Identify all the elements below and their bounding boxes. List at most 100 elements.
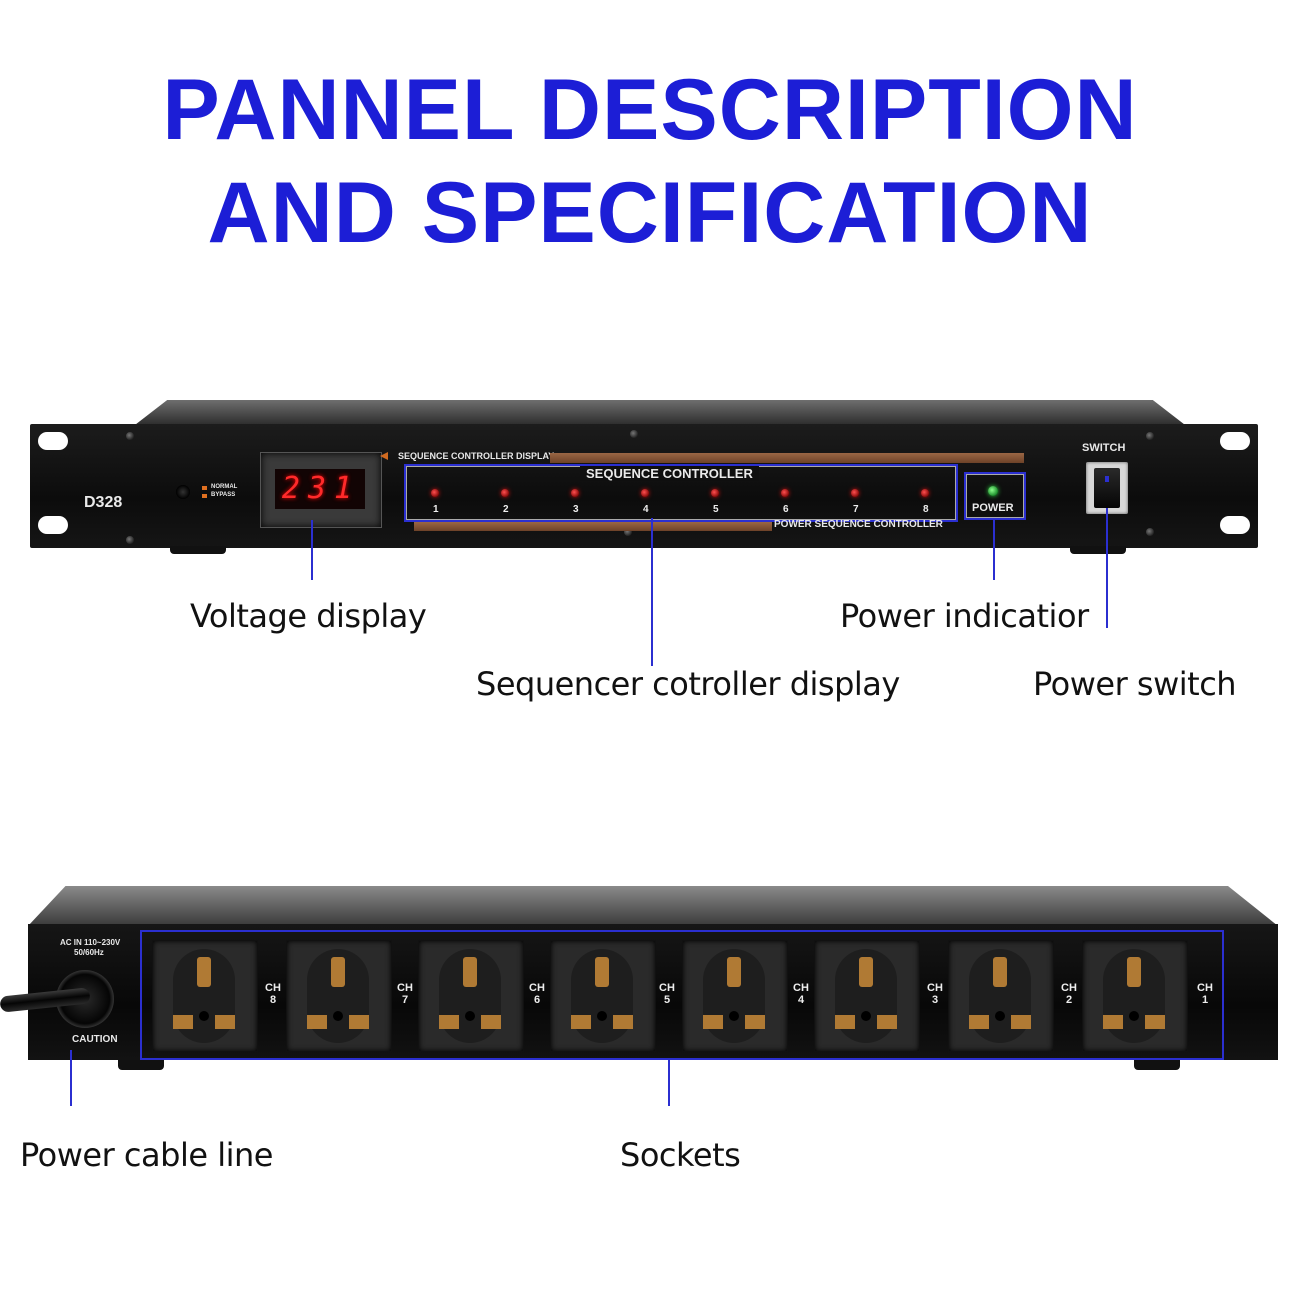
screw-icon: [624, 528, 632, 536]
socket-face: [703, 949, 765, 1043]
screw-icon: [126, 432, 134, 440]
device-foot: [170, 546, 226, 554]
socket-hole: [1129, 1011, 1139, 1021]
socket-pin-right: [1145, 1015, 1165, 1029]
ac-in-label: AC IN 110~230V: [60, 938, 121, 947]
screw-icon: [126, 536, 134, 544]
sequence-display-arrow-icon: [380, 452, 388, 460]
channel-led-1: [431, 489, 439, 497]
power-cable-callout: Power cable line: [20, 1136, 273, 1174]
socket-hole: [995, 1011, 1005, 1021]
power-indication-callout: Power indicatior: [840, 597, 1089, 635]
socket-outlet-6: [418, 940, 524, 1052]
socket-pin-right: [745, 1015, 765, 1029]
socket-hole: [861, 1011, 871, 1021]
device-foot: [1134, 1060, 1180, 1070]
screw-icon: [1146, 432, 1154, 440]
socket-face: [439, 949, 501, 1043]
sockets-frame: [140, 930, 1224, 1060]
copper-stripe-bottom: [414, 522, 772, 531]
voltage-display: 231: [260, 452, 382, 528]
mode-bypass-label: BYPASS: [211, 492, 236, 498]
mode-normal-label: NORMAL: [211, 484, 238, 490]
socket-face: [969, 949, 1031, 1043]
channel-label-ch7: CH 7: [397, 982, 413, 1006]
power-switch-pointer: [1106, 508, 1108, 628]
sequence-controller-title: SEQUENCE CONTROLLER: [580, 466, 759, 481]
socket-pin-top: [1127, 957, 1141, 987]
socket-hole: [199, 1011, 209, 1021]
channel-led-6: [781, 489, 789, 497]
device-foot: [118, 1060, 164, 1070]
front-chassis-top: [133, 400, 1187, 426]
sequence-controller-box: [404, 464, 958, 522]
channel-label-ch6: CH 6: [529, 982, 545, 1006]
channel-label-ch1: CH 1: [1197, 982, 1213, 1006]
power-box-label: POWER: [972, 502, 1014, 514]
socket-outlet-5: [550, 940, 656, 1052]
socket-outlet-1: [1082, 940, 1188, 1052]
voltage-display-pointer: [311, 520, 313, 580]
sequencer-display-callout: Sequencer cotroller display: [476, 665, 900, 703]
socket-pin-left: [439, 1015, 459, 1029]
socket-pin-right: [481, 1015, 501, 1029]
page-title-line-2: AND SPECIFICATION: [207, 165, 1093, 261]
channel-led-8: [921, 489, 929, 497]
power-indicator-box: POWER: [964, 472, 1026, 520]
socket-pin-left: [1103, 1015, 1123, 1029]
socket-pin-top: [859, 957, 873, 987]
socket-outlet-2: [948, 940, 1054, 1052]
voltage-display-screen: 231: [275, 469, 365, 509]
channel-number: 7: [853, 504, 859, 515]
power-switch[interactable]: [1086, 462, 1128, 514]
channel-number: 3: [573, 504, 579, 515]
channel-led-3: [571, 489, 579, 497]
channel-number: 1: [433, 504, 439, 515]
channel-label-ch4: CH 4: [793, 982, 809, 1006]
channel-number: 8: [923, 504, 929, 515]
socket-pin-left: [571, 1015, 591, 1029]
channel-label-ch5: CH 5: [659, 982, 675, 1006]
sockets-pointer: [668, 1058, 670, 1106]
rack-ear-hole: [38, 516, 68, 534]
socket-face: [173, 949, 235, 1043]
socket-pin-left: [173, 1015, 193, 1029]
channel-led-7: [851, 489, 859, 497]
front-panel-device: D328 NORMAL BYPASS 231 SEQUENCE CONTROLL…: [30, 398, 1270, 568]
socket-outlet-8: [152, 940, 258, 1052]
socket-pin-left: [969, 1015, 989, 1029]
sequence-display-caption: SEQUENCE CONTROLLER DISPLAY: [398, 451, 555, 461]
power-indication-pointer: [993, 518, 995, 580]
channel-label-ch3: CH 3: [927, 982, 943, 1006]
rack-ear-hole: [1220, 516, 1250, 534]
socket-hole: [465, 1011, 475, 1021]
socket-pin-right: [215, 1015, 235, 1029]
model-label: D328: [84, 494, 123, 511]
sequencer-display-pointer: [651, 518, 653, 666]
socket-pin-top: [463, 957, 477, 987]
ir-sensor-icon: [176, 485, 190, 499]
socket-pin-right: [349, 1015, 369, 1029]
channel-led-5: [711, 489, 719, 497]
screw-icon: [1146, 528, 1154, 536]
sockets-callout: Sockets: [620, 1136, 741, 1174]
socket-pin-right: [877, 1015, 897, 1029]
channel-number: 2: [503, 504, 509, 515]
socket-face: [835, 949, 897, 1043]
rack-ear-hole: [38, 432, 68, 450]
rear-chassis-top: [28, 886, 1278, 926]
socket-pin-top: [331, 957, 345, 987]
socket-face: [1103, 949, 1165, 1043]
hz-label: 50/60Hz: [74, 948, 104, 957]
socket-hole: [333, 1011, 343, 1021]
socket-hole: [729, 1011, 739, 1021]
socket-pin-left: [307, 1015, 327, 1029]
switch-label: SWITCH: [1082, 442, 1126, 454]
page-title-line-1: PANNEL DESCRIPTION: [162, 62, 1138, 158]
channel-number: 4: [643, 504, 649, 515]
channel-led-4: [641, 489, 649, 497]
mode-led-bypass: [202, 494, 207, 498]
socket-pin-left: [703, 1015, 723, 1029]
power-sequence-caption: POWER SEQUENCE CONTROLLER: [774, 519, 943, 530]
voltage-display-callout: Voltage display: [190, 597, 427, 635]
